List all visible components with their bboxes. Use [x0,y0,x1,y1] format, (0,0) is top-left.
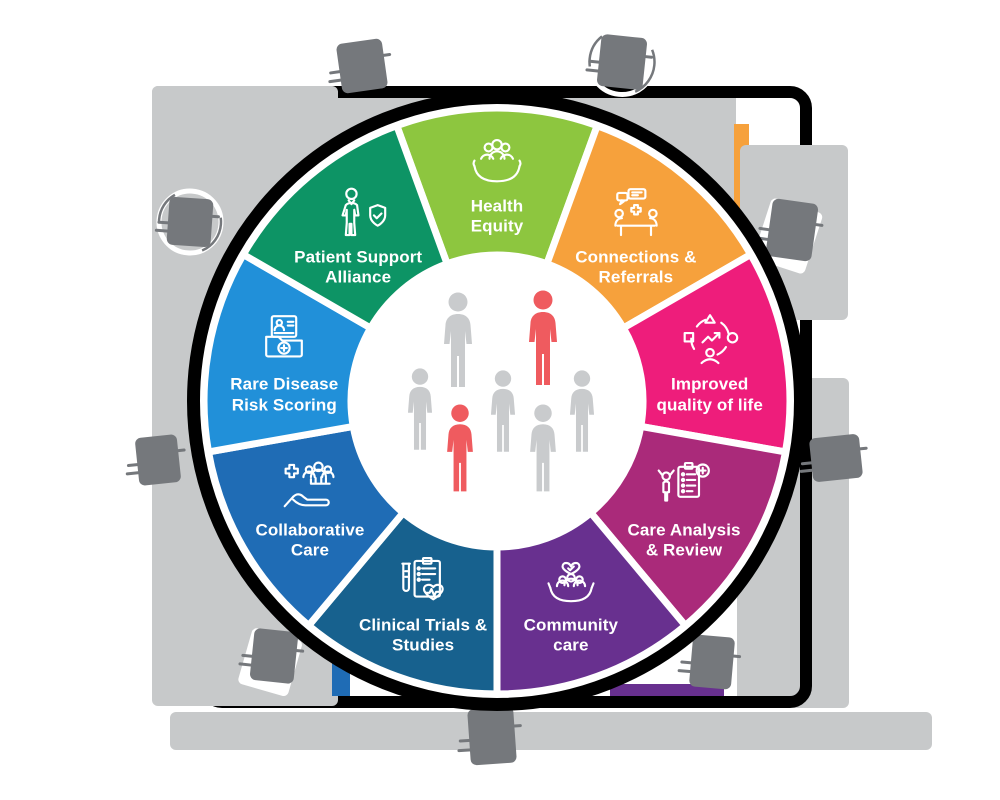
background-panel [170,712,932,750]
profile-circle-icon [154,188,224,256]
wheelchair-person-icon [238,628,305,697]
handshake-icon [799,434,868,482]
caring-hands-icon [125,434,186,486]
gear-person-icon [677,634,742,690]
brain-icon [328,38,392,94]
presenter-person-icon [457,706,522,766]
meditation-person-icon [585,27,657,97]
magnifier-document-icon [753,198,824,274]
